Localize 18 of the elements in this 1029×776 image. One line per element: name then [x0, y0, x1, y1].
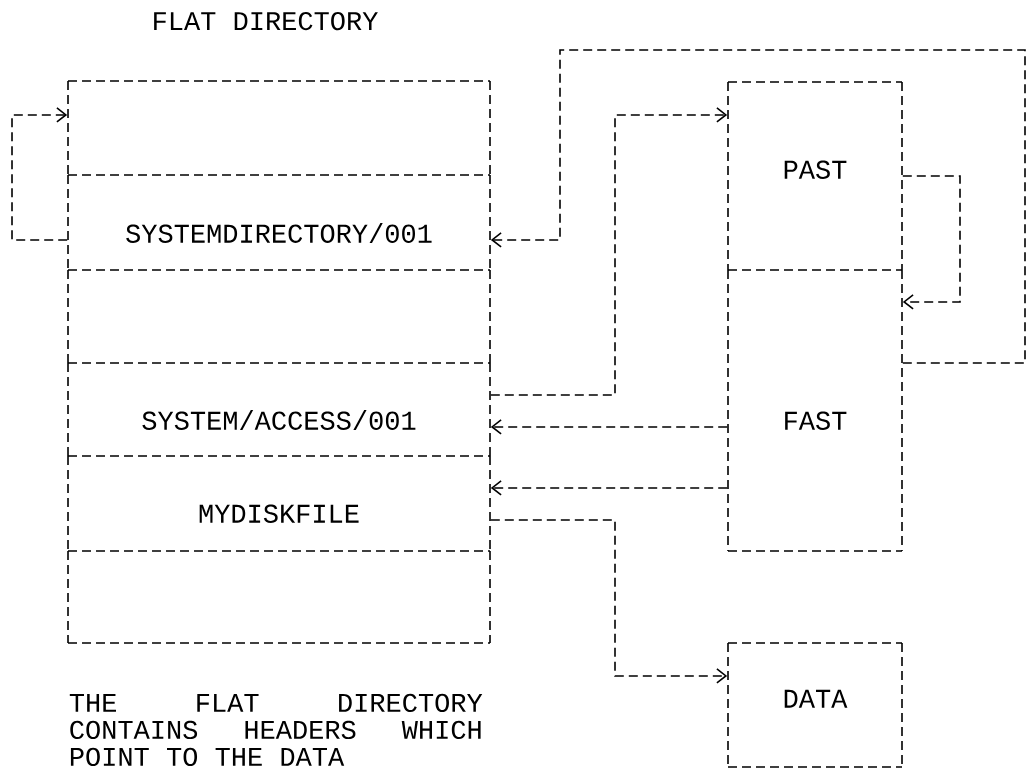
table-row: SYSTEMDIRECTORY/001: [67, 174, 491, 271]
table-row: MYDISKFILE: [67, 455, 491, 552]
table-row: [67, 550, 491, 644]
file-box: PAST: [727, 81, 903, 271]
caption: THE FLAT DIRECTORY CONTAINS HEADERS WHICH POINT TO THE DATA: [69, 693, 483, 767]
table-row: [67, 80, 491, 176]
arrow: [490, 107, 728, 396]
diagram-title: FLAT DIRECTORY: [154, 11, 378, 31]
file-box: FAST: [727, 269, 903, 552]
arrow: [490, 519, 728, 684]
arrow: [490, 419, 728, 435]
arrow: [902, 175, 961, 310]
file-box: DATA: [727, 642, 903, 768]
table-row: [67, 269, 491, 364]
arrow: [11, 107, 68, 241]
table-row: SYSTEM/ACCESS/001: [67, 362, 491, 457]
arrow: [490, 480, 728, 496]
arrow: [490, 49, 1026, 364]
